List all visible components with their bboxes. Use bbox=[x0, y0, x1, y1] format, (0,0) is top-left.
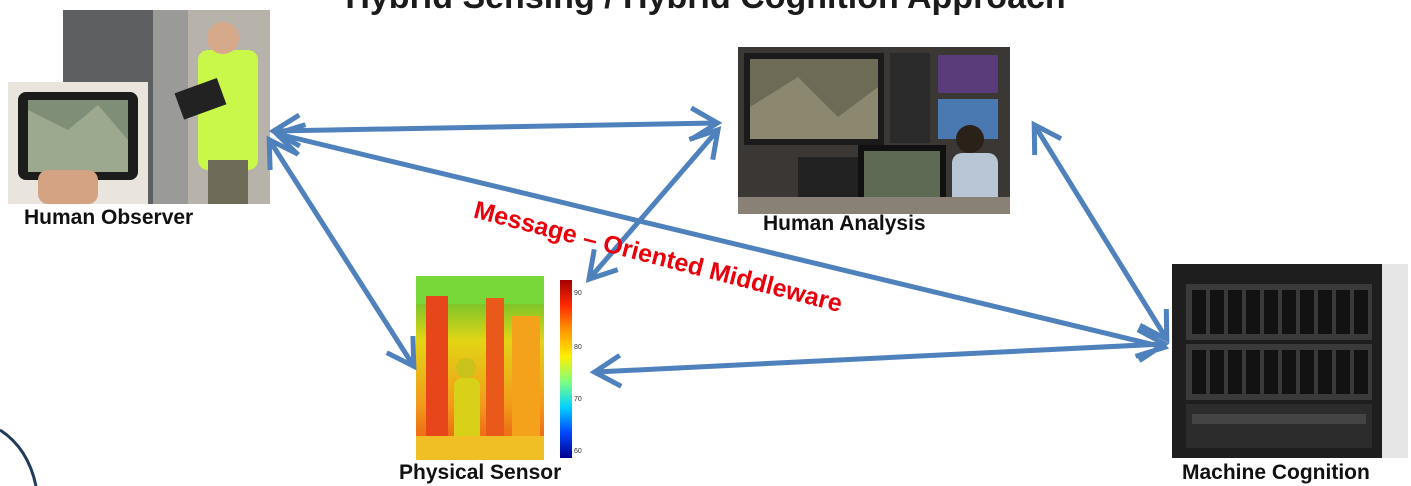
arrow-analysis-sensor bbox=[590, 131, 717, 278]
arrow-observer-machine bbox=[278, 134, 1163, 347]
machine-cognition-label: Machine Cognition bbox=[1182, 461, 1370, 484]
colorbar-tick-70: 70 bbox=[574, 396, 582, 403]
arrow-sensor-machine bbox=[596, 344, 1163, 372]
arrow-observer-analysis bbox=[275, 123, 716, 131]
diagram-title: Hybrid Sensing / Hybrid Cognition Approa… bbox=[0, 0, 1411, 17]
physical-sensor-label: Physical Sensor bbox=[399, 461, 562, 484]
arrow-observer-sensor bbox=[270, 141, 413, 365]
arrow-analysis-machine bbox=[1035, 126, 1166, 338]
human-observer-photo bbox=[8, 10, 270, 204]
human-observer-label: Human Observer bbox=[24, 206, 194, 229]
machine-cognition-photo bbox=[1172, 264, 1408, 458]
colorbar-tick-60: 60 bbox=[574, 448, 582, 455]
